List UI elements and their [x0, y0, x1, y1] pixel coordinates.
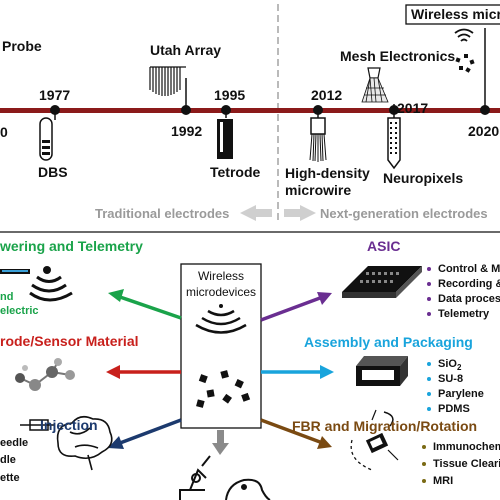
- assembly-item-3: Parylene: [427, 387, 484, 402]
- mouse-icon: [225, 478, 271, 500]
- microdevice-particles-icon: [455, 54, 475, 73]
- label-utah-array: Utah Array: [150, 42, 222, 58]
- label-tetrode: Tetrode: [210, 164, 261, 180]
- year-left-fragment: 0: [0, 124, 8, 140]
- fbr-item-3: MRI: [422, 474, 453, 489]
- dbs-electrode-icon: [39, 117, 53, 161]
- center-wireless-icon: [195, 309, 247, 334]
- year-2012: 2012: [311, 87, 343, 103]
- utah-array-icon: [149, 66, 186, 96]
- wireless-signal-icon: [454, 28, 474, 42]
- asic-item-3: Data process: [427, 292, 500, 307]
- injection-item-3: ette: [0, 472, 20, 484]
- asic-chip-icon: [342, 266, 422, 298]
- label-probe: Probe: [2, 38, 42, 54]
- label-mesh-electronics: Mesh Electronics: [340, 48, 456, 64]
- label-wireless-micro: Wireless micro: [411, 6, 500, 22]
- mesh-electronics-icon: [361, 67, 389, 103]
- label-high-density-microwire: High-density microwire: [285, 165, 370, 198]
- section-title-assembly: Assembly and Packaging: [304, 334, 473, 350]
- year-1995: 1995: [214, 87, 246, 103]
- center-box: [180, 263, 262, 429]
- syringe-icon: [20, 419, 55, 431]
- arrow-down: [212, 430, 229, 455]
- molecule-icon: [15, 358, 75, 391]
- year-2020: 2020: [468, 123, 500, 139]
- arrow-injection: [108, 418, 182, 449]
- timeline-connectors: [54, 28, 486, 120]
- center-title: Wireless microdevices: [185, 269, 257, 299]
- powering-item-1: nd: [0, 291, 14, 303]
- era-arrows: [240, 205, 316, 221]
- section-title-injection: Injection: [40, 417, 98, 433]
- neuropixels-icon: [387, 117, 401, 170]
- tetrode-icon: [217, 119, 233, 159]
- package-icon: [356, 356, 408, 386]
- arrow-asic: [260, 292, 332, 322]
- year-2017: 2017: [397, 100, 429, 116]
- section-title-powering: wering and Telemetry: [0, 238, 143, 254]
- arrow-fbr: [260, 418, 332, 449]
- asic-item-4: Telemetry: [427, 307, 489, 322]
- year-1977: 1977: [39, 87, 71, 103]
- powering-item-2: electric: [0, 305, 39, 317]
- assembly-item-2: SU-8: [427, 372, 463, 387]
- injection-item-2: dle: [0, 454, 16, 466]
- injection-item-1: eedle: [0, 437, 29, 449]
- microscope-icon: [179, 455, 211, 500]
- label-traditional-electrodes: Traditional electrodes: [95, 206, 230, 221]
- timeline-bar: [0, 108, 500, 113]
- arrow-powering: [108, 289, 182, 320]
- assembly-item-4: PDMS: [427, 402, 470, 417]
- microwire-icon: [309, 117, 327, 162]
- label-neuropixels: Neuropixels: [383, 170, 464, 186]
- year-1992: 1992: [171, 123, 203, 139]
- asic-item-1: Control & Mo: [427, 262, 500, 277]
- fbr-device-icon: [350, 409, 399, 471]
- section-title-fbr: FBR and Migration/Rotation: [292, 418, 478, 434]
- label-next-generation-electrodes: Next-generation electrodes: [320, 206, 488, 221]
- center-particles-icon: [196, 370, 251, 408]
- section-title-electrode: rode/Sensor Material: [0, 333, 139, 349]
- arrow-electrode: [106, 365, 181, 379]
- arrow-assembly: [261, 365, 334, 379]
- wireless-title-box: [405, 4, 500, 25]
- assembly-item-1: SiO2: [427, 357, 461, 375]
- label-dbs: DBS: [38, 164, 68, 180]
- center-wireless-dot: [219, 304, 223, 308]
- fbr-item-1: Immunochem: [422, 440, 500, 455]
- section-title-asic: ASIC: [367, 238, 401, 254]
- fbr-item-2: Tissue Clearin: [422, 457, 500, 472]
- asic-item-2: Recording &: [427, 277, 500, 292]
- telemetry-antenna-icon: [0, 266, 73, 302]
- brain-icon: [56, 415, 113, 471]
